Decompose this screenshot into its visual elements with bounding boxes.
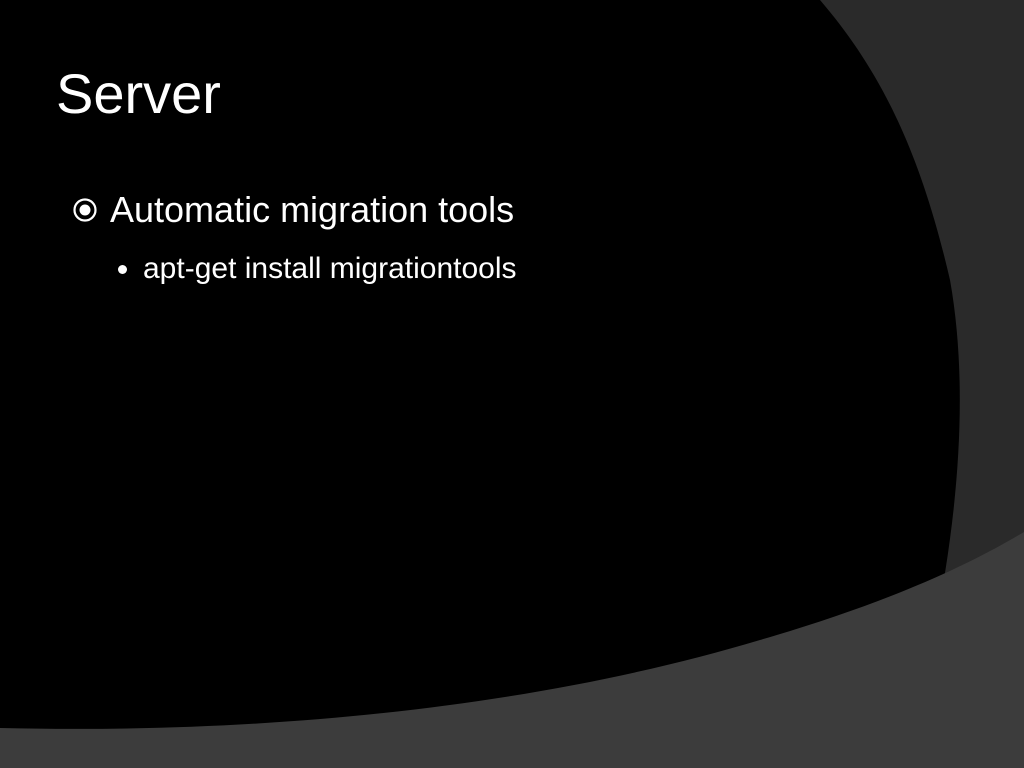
bottom-swoosh xyxy=(0,532,1024,768)
dot-bullet-icon xyxy=(118,264,127,274)
sub-bullet-item: apt-get install migrationtools xyxy=(118,254,517,284)
circled-dot-bullet-icon xyxy=(73,198,97,222)
slide-title: Server xyxy=(56,62,221,125)
bullet-item: Automatic migration tools xyxy=(72,192,514,228)
bullet-text: Automatic migration tools xyxy=(110,189,515,230)
sub-bullet-text: apt-get install migrationtools xyxy=(143,252,517,285)
